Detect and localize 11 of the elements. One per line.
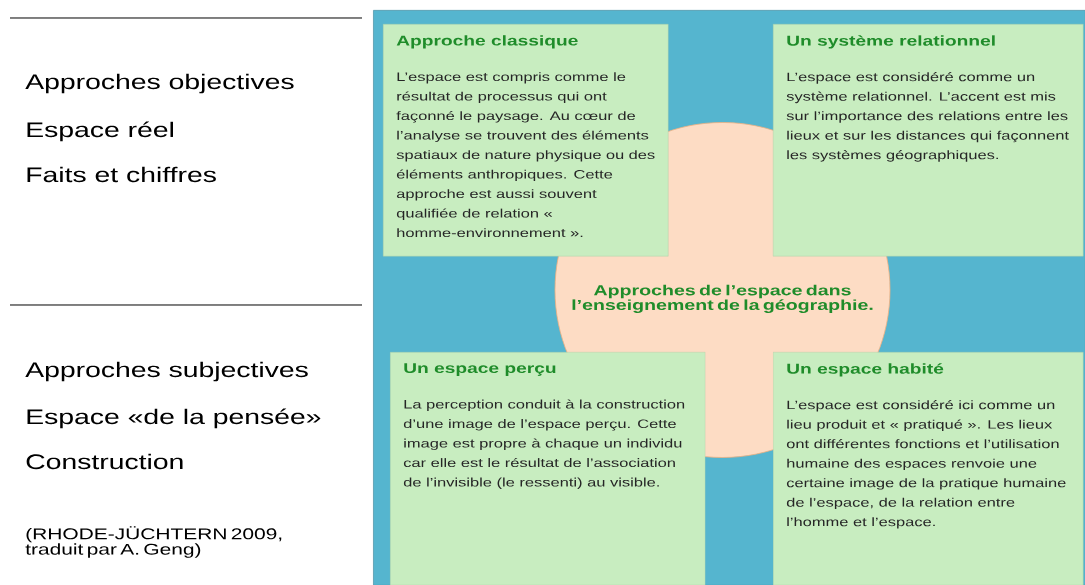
text-card: Un espace habité L’espace est considéré ici comme un lieu produit et « pratiqué ». Les lieux ont différentes fonctions et l’utilisation humaine des espaces renvoie une certaine image de la pratique humaine de l’espace, de la relation entre l’homme et l’espace. [773,352,1084,585]
text-card: Un espace perçu La perception conduit à la construction d’une image de l’espace perçu. Cette image est propre à chaque un individu car elle est le résultat de l’association de l’invisible (le ressenti) au visible. [390,352,706,585]
source-note: (RHODE-JÜCHTERN 2009, traduit par A. Geng) [25,526,282,558]
side-label: Construction [26,453,183,470]
side-label: Espace «de la pensée» [27,408,321,429]
text-card: Un système relationnel L’espace est considéré comme un système relationnel. L’accent est mis sur l’importance des relations entre les lieux et sur les distances qui façonnent les systèmes géographiques. [773,24,1084,257]
side-label: Espace réel [27,121,173,142]
side-label: Approches subjectives [25,361,308,382]
side-label: Faits et chiffres [27,166,216,183]
text-card: Approche classique L’espace est compris comme le résultat de processus qui ont façonné le paysage. Au cœur de l’analyse se trouvent des éléments spatiaux de nature physique ou des éléments anthropiques. Cette approche est aussi souvent qualifiée de relation « homme-environnement ». [383,24,669,257]
side-label: Approches objectives [25,73,294,94]
